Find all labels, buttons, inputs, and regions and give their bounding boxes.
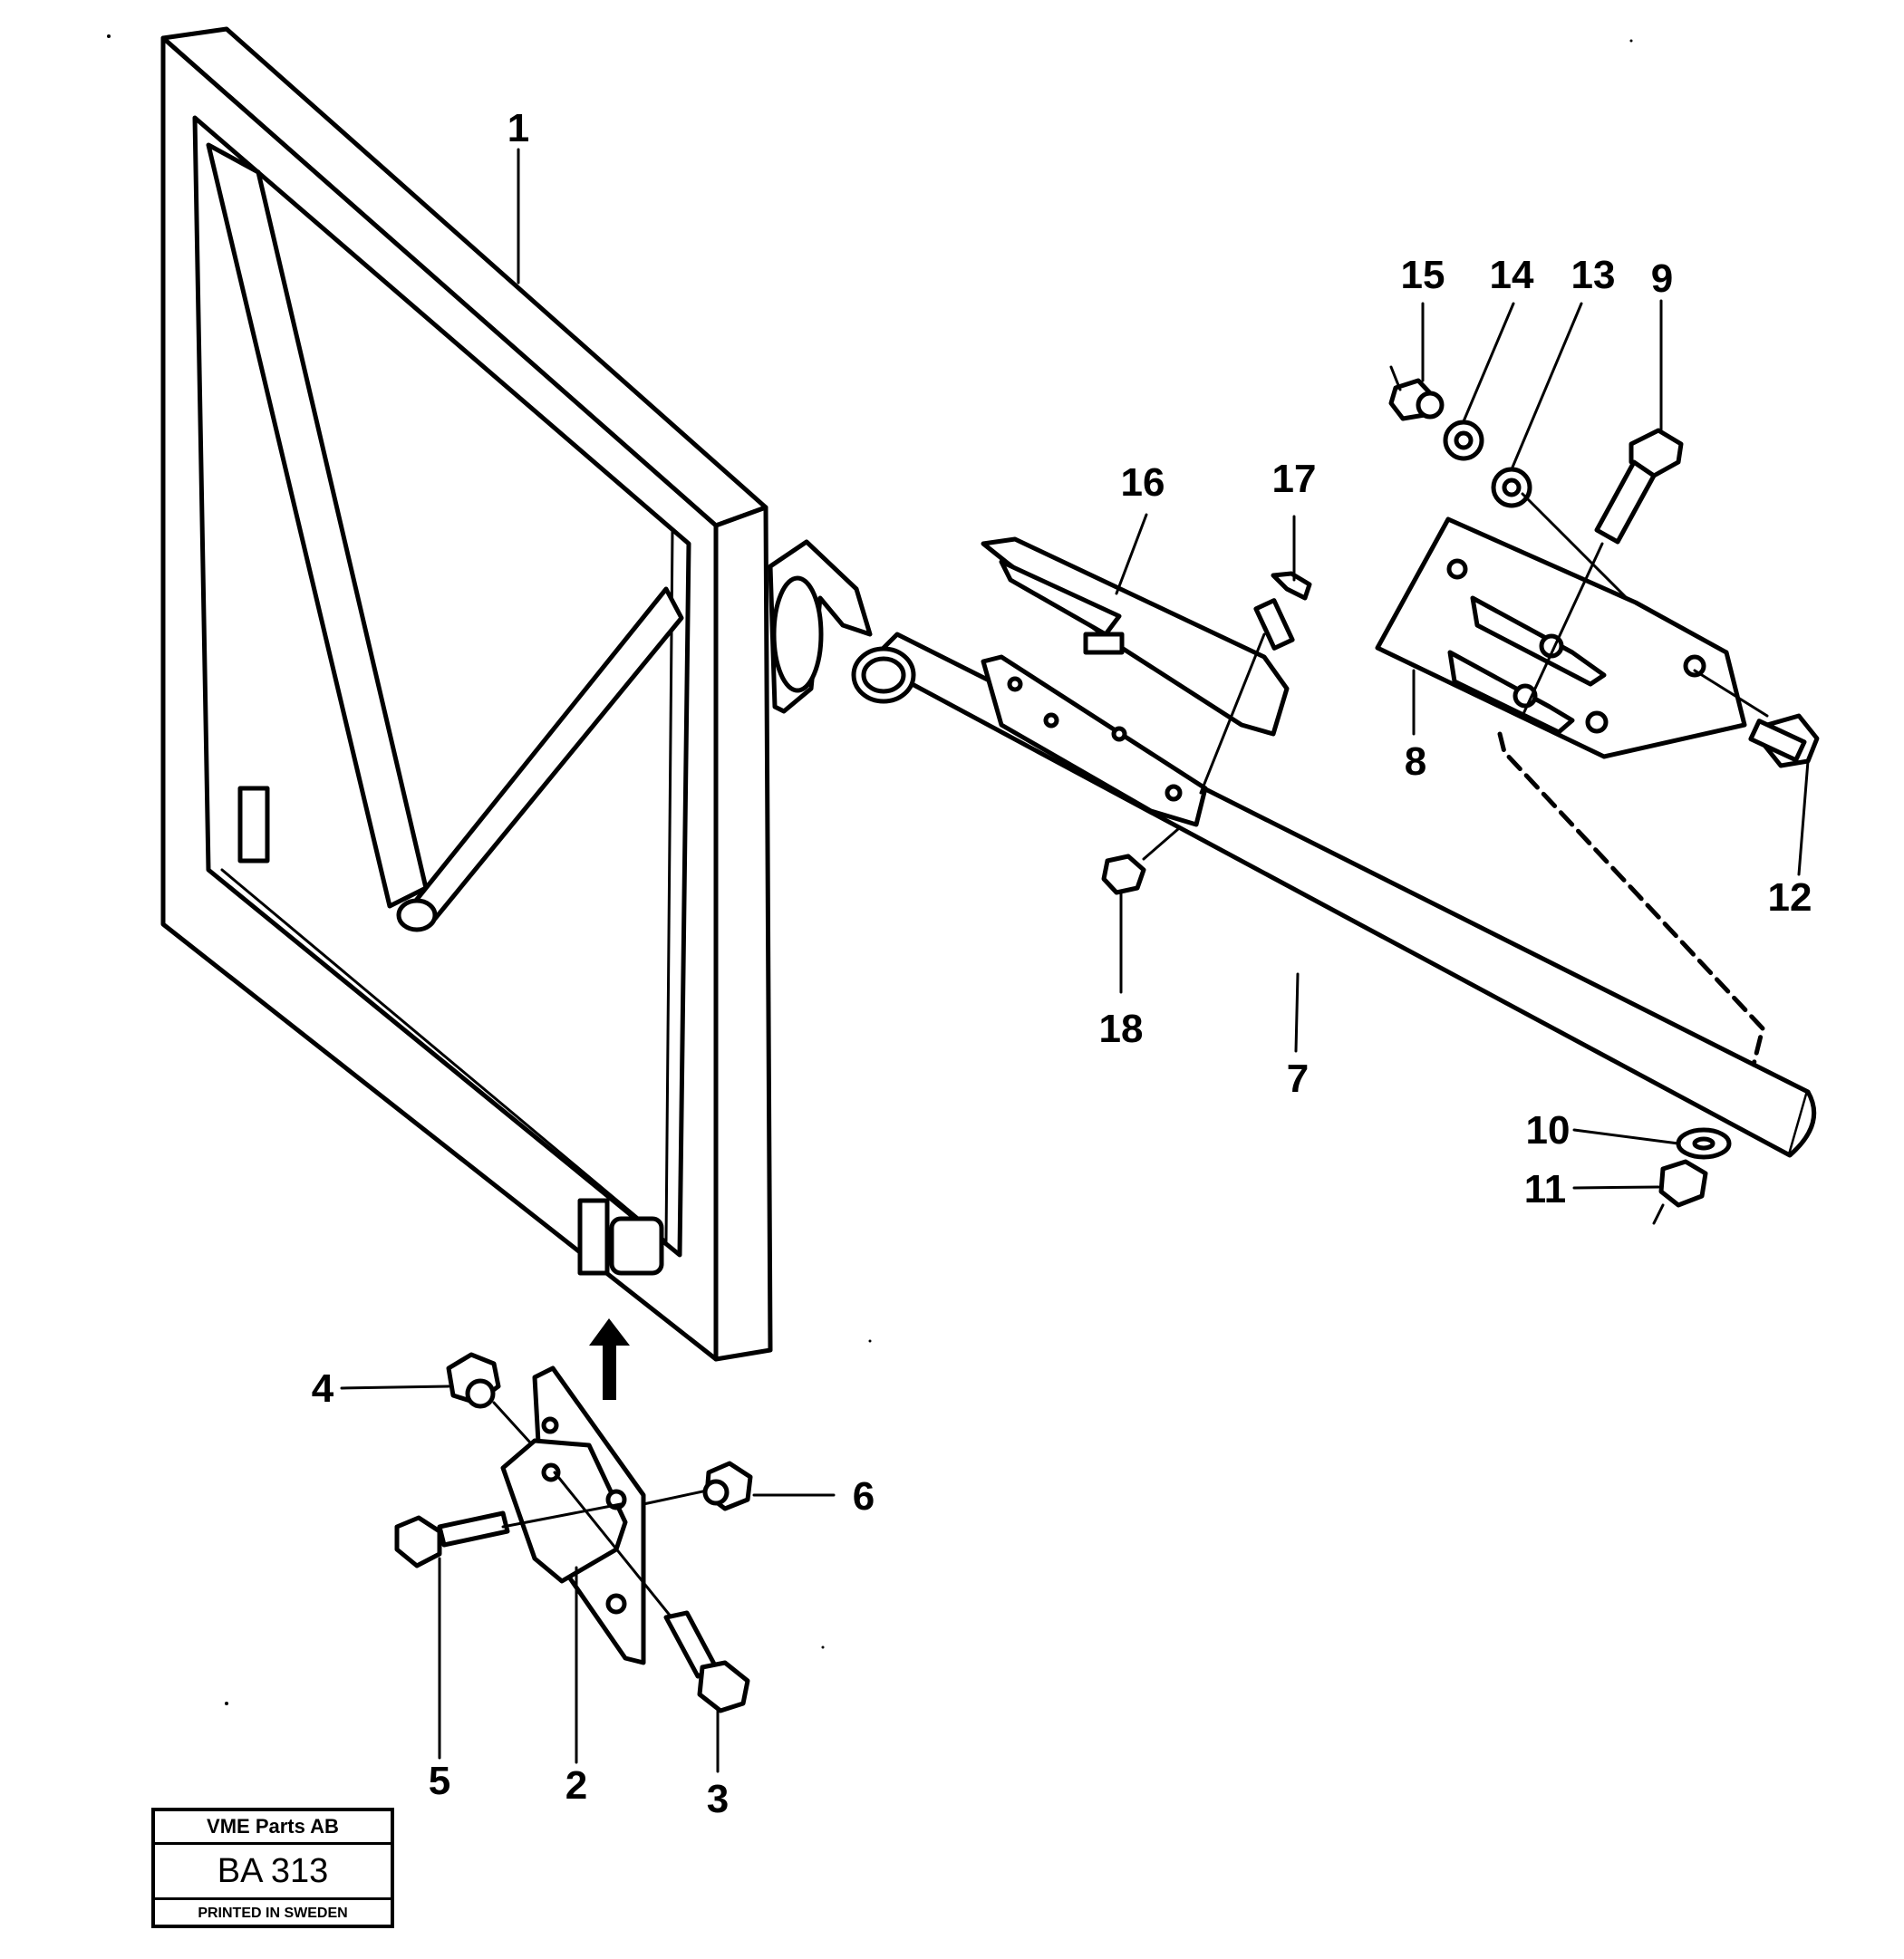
washer-10-nut-11 [1652,1127,1732,1225]
callout-1: 1 [507,106,529,150]
leader-lines [340,148,1810,1773]
lower-bracket [500,1366,646,1665]
callout-8: 8 [1405,739,1426,784]
clamp-upper [981,536,1290,737]
callout-13: 13 [1571,253,1616,297]
callout-9: 9 [1651,256,1673,301]
callout-17: 17 [1272,457,1317,501]
bolt-5 [394,1502,623,1568]
specks [107,34,1633,1705]
company-name: VME Parts AB [155,1811,391,1845]
bolt-9 [1521,428,1684,718]
clamp-plate [981,654,1208,827]
bolt-17 [1199,571,1312,795]
printed-note: PRINTED IN SWEDEN [198,1906,348,1921]
callout-15: 15 [1401,253,1445,297]
callout-18: 18 [1099,1007,1144,1051]
callout-14: 14 [1490,253,1534,297]
washer-nut-15-14-13 [1388,365,1629,600]
title-block: VME Parts AB BA 313 PRINTED IN SWEDEN [151,1808,394,1928]
mirror-frame [160,26,873,1400]
callout-6: 6 [853,1474,875,1519]
bolt-3 [553,1471,750,1713]
callout-2: 2 [565,1763,587,1808]
callout-labels: 1 2 3 4 5 6 7 8 9 10 11 12 13 14 15 16 1… [312,106,1812,1821]
nut-18 [1101,827,1180,895]
callout-10: 10 [1526,1108,1571,1153]
callout-12: 12 [1768,875,1812,920]
callout-3: 3 [707,1777,729,1821]
nut-6 [642,1461,753,1511]
callout-7: 7 [1287,1057,1309,1101]
callout-16: 16 [1121,460,1165,505]
mounting-plate [1375,516,1765,1067]
nut-4 [446,1352,532,1444]
callout-5: 5 [429,1759,450,1803]
callout-4: 4 [312,1366,334,1411]
callout-11: 11 [1524,1167,1567,1211]
bolt-12 [1693,669,1820,768]
drawing-code: BA 313 [155,1845,391,1900]
